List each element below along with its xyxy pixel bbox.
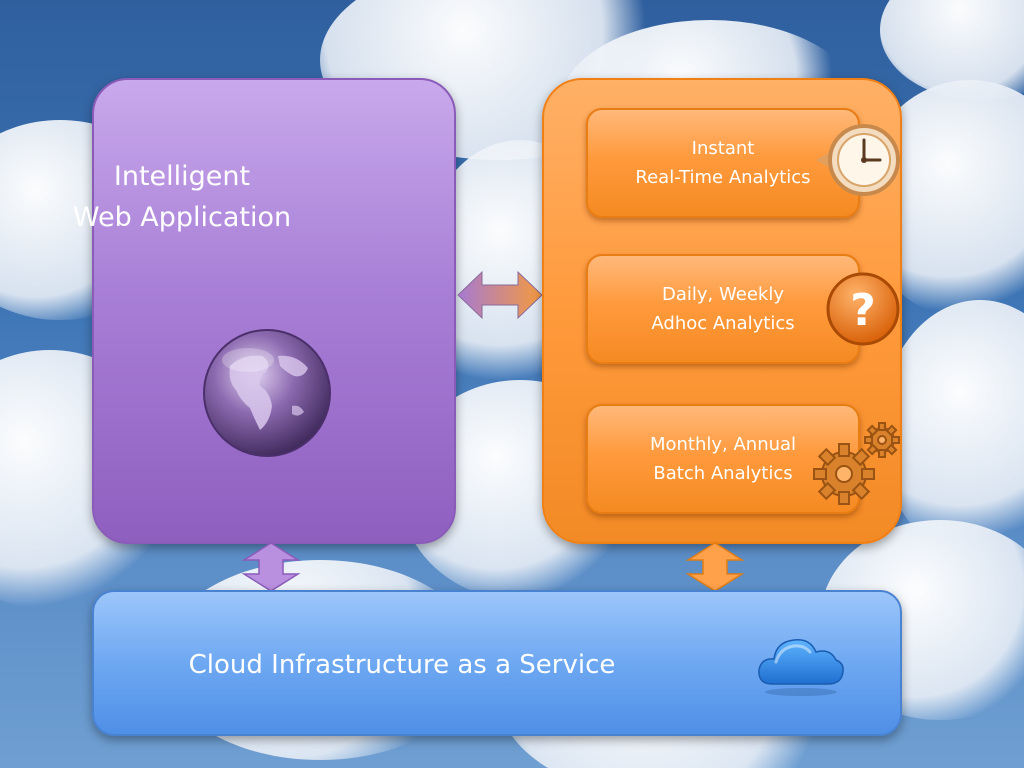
analytics-card-line1: Daily, Weekly [662, 284, 784, 305]
globe-icon [203, 329, 331, 457]
infrastructure-label: Cloud Infrastructure as a Service [188, 650, 616, 680]
web-analytics-arrow [457, 270, 543, 320]
analytics-card-line1: Instant [691, 138, 755, 159]
analytics-card-realtime: Instant Real-Time Analytics [586, 108, 860, 218]
question-icon: ? [826, 272, 900, 346]
gears-icon [813, 422, 900, 505]
web-infrastructure-arrow [241, 542, 301, 592]
web-application-title-line1: Intelligent [113, 161, 251, 192]
cloud-icon [758, 639, 844, 696]
analytics-card-line2: Real-Time Analytics [635, 167, 811, 188]
analytics-card-batch: Monthly, Annual Batch Analytics [586, 404, 860, 514]
analytics-card-line2: Adhoc Analytics [651, 313, 795, 334]
web-application-title-line2: Web Application [72, 202, 292, 233]
analytics-card-line1: Monthly, Annual [649, 434, 797, 455]
analytics-infrastructure-arrow [685, 542, 745, 592]
infrastructure-panel [92, 590, 902, 736]
web-application-title: Intelligent Web Application [0, 156, 364, 238]
clock-icon [816, 124, 900, 196]
analytics-card-adhoc: Daily, Weekly Adhoc Analytics [586, 254, 860, 364]
web-application-panel [92, 78, 456, 544]
question-icon-glyph: ? [850, 285, 876, 336]
analytics-card-line2: Batch Analytics [653, 463, 793, 484]
